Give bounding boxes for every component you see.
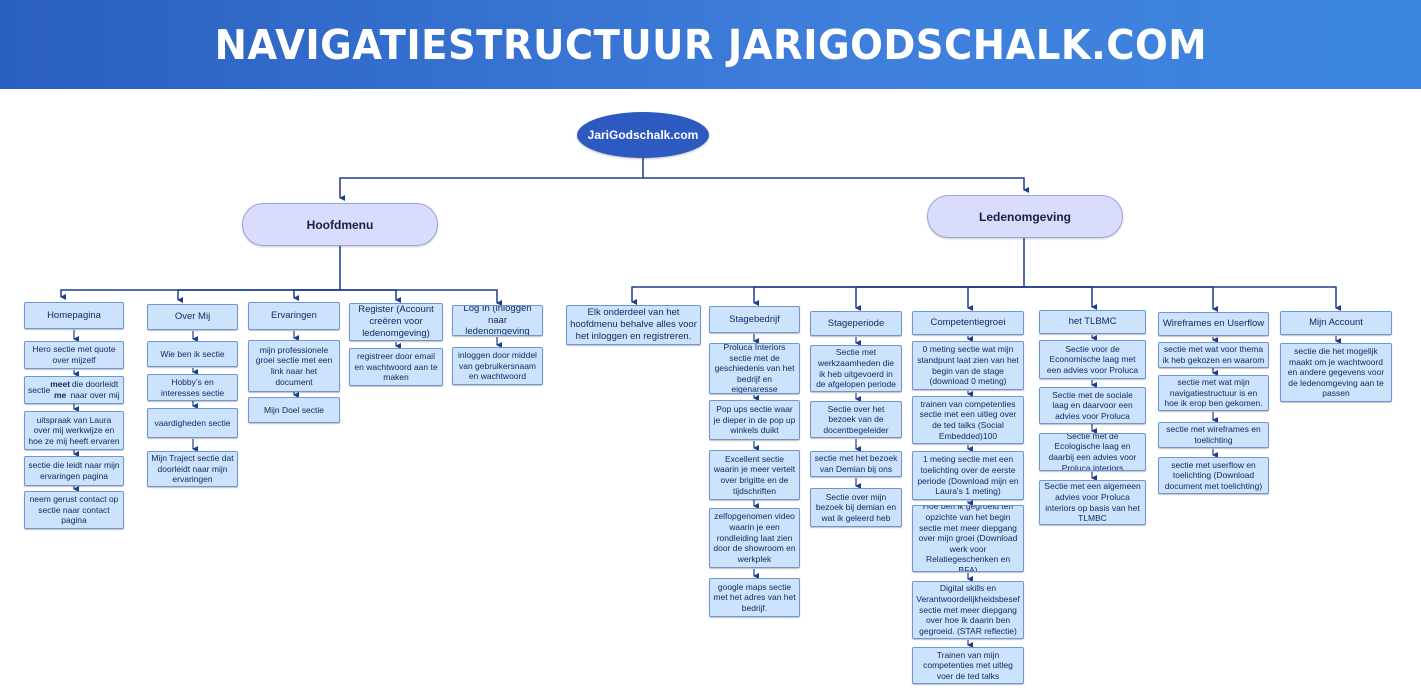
mijn-account-item-1: sectie die het mogelijk maakt om je wach…: [1280, 343, 1392, 402]
over-mij-item-3: vaardigheden sectie: [147, 408, 238, 438]
tlbmc-item-1: Sectie voor de Economische laag met een …: [1039, 340, 1146, 379]
node-wireframes: Wireframes en Userflow: [1158, 312, 1269, 336]
competentiegroei-item-1: 0 meting sectie wat mijn standpunt laat …: [912, 341, 1024, 390]
over-mij-item-2: Hobby’s en interesses sectie: [147, 374, 238, 401]
competentiegroei-item-2: trainen van competenties sectie met een …: [912, 396, 1024, 444]
node-homepagina: Homepagina: [24, 302, 124, 329]
homepagina-item-2: sectie meet me die doorleidt naar over m…: [24, 376, 124, 404]
wireframes-item-3: sectie met wireframes en toelichting: [1158, 422, 1269, 448]
ervaringen-item-1: mijn professionele groei sectie met een …: [248, 340, 340, 392]
node-competentiegroei: Competentiegroei: [912, 311, 1024, 335]
homepagina-item-1: Hero sectie met quote over mijzelf: [24, 341, 124, 369]
login-item-1: inloggen door middel van gebruikersnaam …: [452, 347, 543, 385]
over-mij-item-4: Mijn Traject sectie dat doorleidt naar m…: [147, 451, 238, 487]
node-stageperiode: Stageperiode: [810, 311, 902, 336]
homepagina-item-3: uitspraak van Laura over mij werkwijze e…: [24, 411, 124, 450]
competentiegroei-item-4: Hoe ben ik gegroeid ten opzichte van het…: [912, 505, 1024, 572]
homepagina-item-4: sectie die leidt naar mijn ervaringen pa…: [24, 456, 124, 486]
node-stagebedrijf: Stagebedrijf: [709, 306, 800, 333]
register-item-1: registreer door email en wachtwoord aan …: [349, 348, 443, 386]
node-ervaringen: Ervaringen: [248, 302, 340, 330]
tlbmc-item-4: Sectie met een algemeen advies voor Prol…: [1039, 480, 1146, 525]
root-node: JariGodschalk.com: [577, 112, 709, 158]
stageperiode-item-2: Sectie over het bezoek van de docentbege…: [810, 401, 902, 438]
node-register: Register (Account creëren voor ledenomge…: [349, 303, 443, 341]
competentiegroei-item-3: 1 meting sectie met een toelichting over…: [912, 451, 1024, 500]
stageperiode-item-1: Sectie met werkzaamheden die ik heb uitg…: [810, 345, 902, 392]
ervaringen-item-2: Mijn Doel sectie: [248, 397, 340, 423]
stageperiode-item-3: sectie met het bezoek van Demian bij ons: [810, 451, 902, 477]
wireframes-item-4: sectie met userflow en toelichting (Down…: [1158, 457, 1269, 494]
wireframes-item-2: sectie met wat mijn navigatiestructuur i…: [1158, 375, 1269, 411]
title-banner: NAVIGATIESTRUCTUUR JARIGODSCHALK.COM: [0, 0, 1421, 89]
competentiegroei-item-5: Digital skills en Verantwoordelijkheidsb…: [912, 581, 1024, 639]
stageperiode-item-4: Sectie over mijn bezoek bij demian en wa…: [810, 488, 902, 527]
stagebedrijf-item-2: Pop ups sectie waar je dieper in de pop …: [709, 400, 800, 440]
stagebedrijf-item-3: Excellent sectie waarin je meer vertelt …: [709, 450, 800, 500]
node-tlbmc: het TLBMC: [1039, 310, 1146, 334]
node-mijn-account: Mijn Account: [1280, 311, 1392, 335]
wireframes-item-1: sectie met wat voor thema ik heb gekozen…: [1158, 342, 1269, 368]
page-title: NAVIGATIESTRUCTUUR JARIGODSCHALK.COM: [214, 20, 1207, 69]
tlbmc-item-2: Sectie met de sociale laag en daarvoor e…: [1039, 387, 1146, 424]
competentiegroei-item-6: Trainen van mijn competenties met uitleg…: [912, 647, 1024, 684]
tlbmc-item-3: Sectie met de Ecologische laag en daarbi…: [1039, 433, 1146, 471]
homepagina-item-5: neem gerust contact op sectie naar conta…: [24, 491, 124, 529]
stagebedrijf-item-4: zelfopgenomen video waarin je een rondle…: [709, 508, 800, 568]
section-hoofdmenu: Hoofdmenu: [242, 203, 438, 246]
stagebedrijf-item-5: google maps sectie met het adres van het…: [709, 578, 800, 617]
node-ledenomgeving-note: Elk onderdeel van het hoofdmenu behalve …: [566, 305, 701, 345]
node-login: Log In (inloggen naar ledenomgeving: [452, 305, 543, 336]
over-mij-item-1: Wie ben ik sectie: [147, 341, 238, 367]
node-over-mij: Over Mij: [147, 304, 238, 330]
section-ledenomgeving: Ledenomgeving: [927, 195, 1123, 238]
stagebedrijf-item-1: Proluca Interiors sectie met de geschied…: [709, 343, 800, 394]
